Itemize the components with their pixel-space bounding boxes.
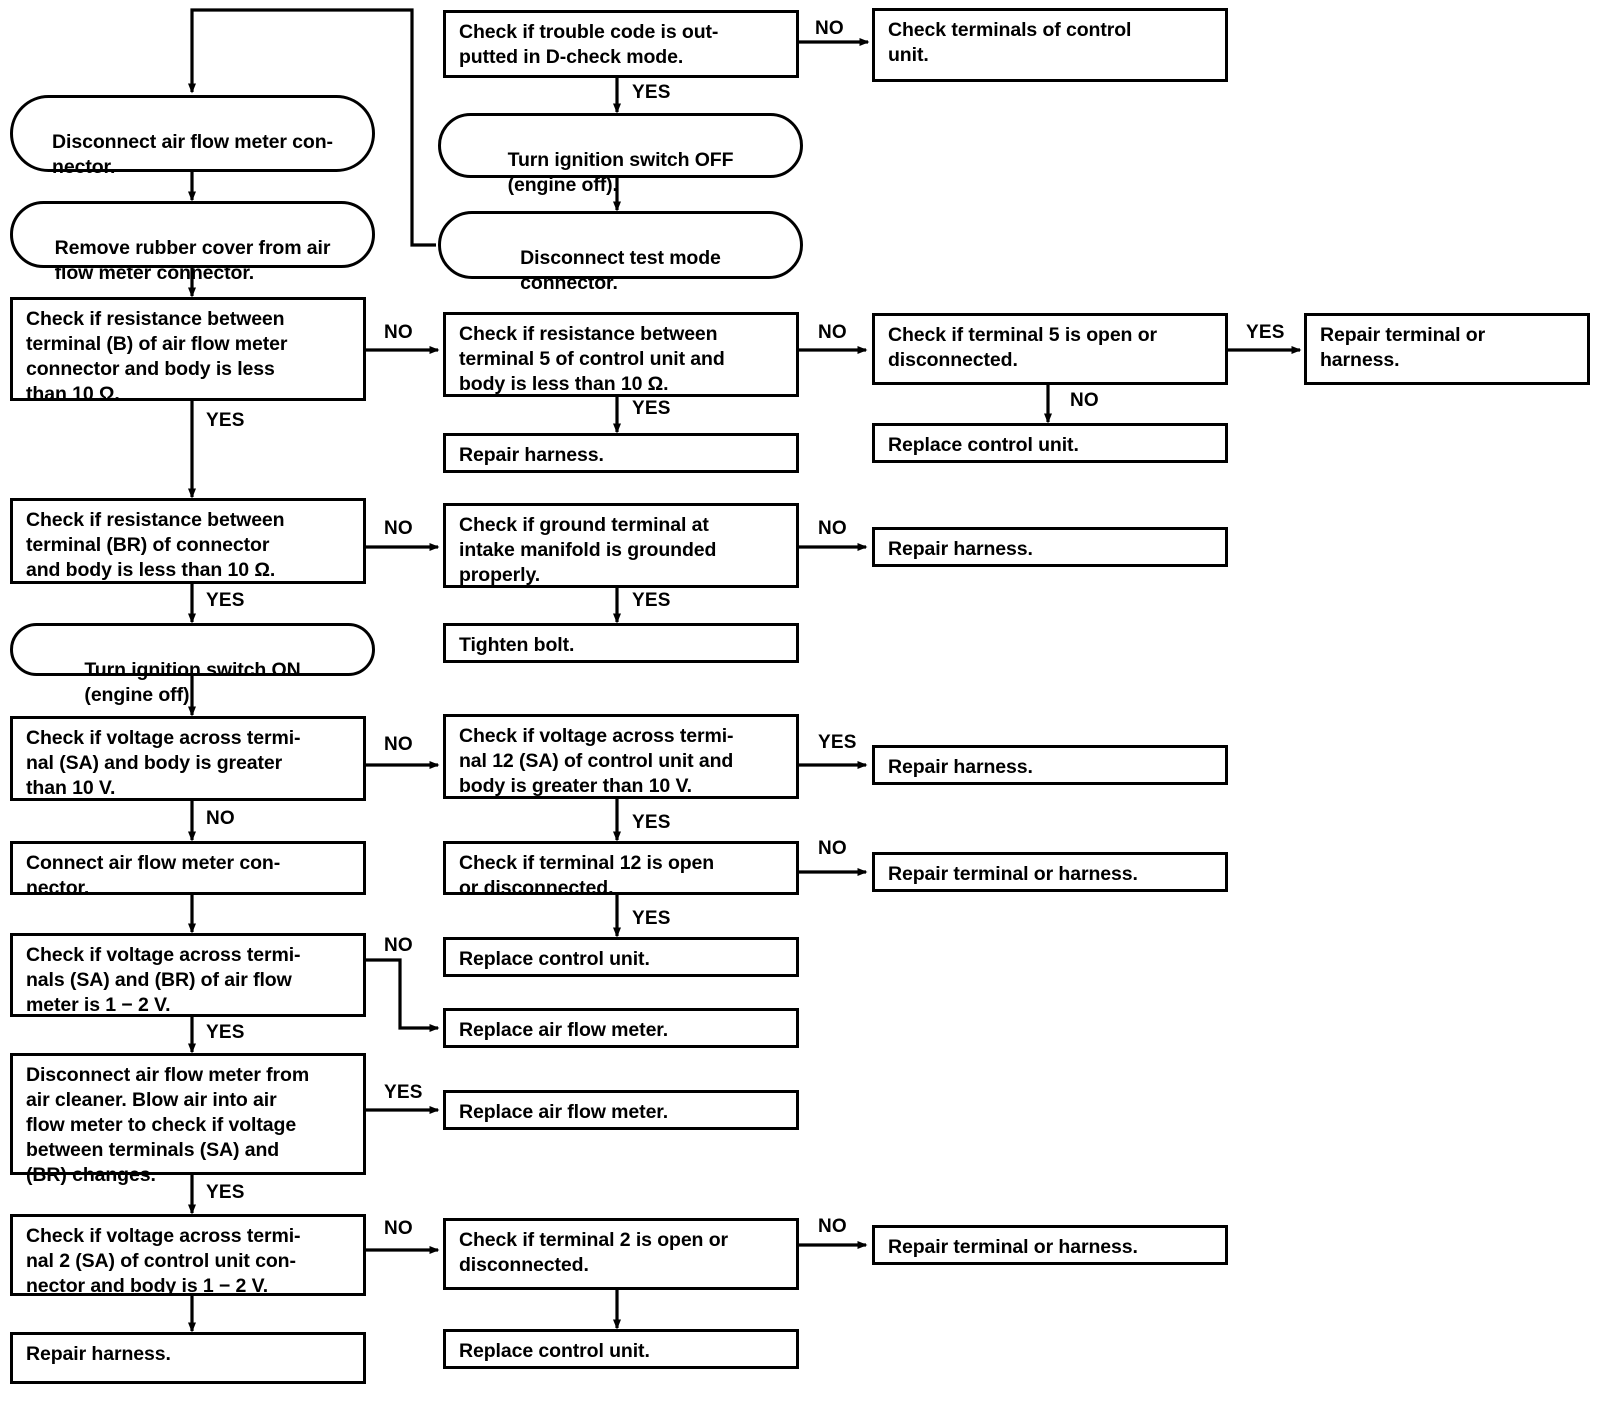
node-check-resistance-terminal-br[interactable]: Check if resistance between terminal (BR… <box>10 498 366 584</box>
edge-label-yes-trouble-code: YES <box>632 82 671 103</box>
edge-label-yes-terminal-5-open: YES <box>1246 322 1285 343</box>
node-check-resistance-terminal-5[interactable]: Check if resistance between terminal 5 o… <box>443 312 799 397</box>
node-repair-harness-left[interactable]: Repair harness. <box>10 1332 366 1384</box>
edge-label-no-terminal-5-open: NO <box>1070 390 1099 411</box>
edge-label-no-blow-air: YES <box>384 1082 423 1103</box>
node-turn-ignition-switch-on[interactable]: Turn ignition switch ON (engine off). <box>10 623 375 706</box>
edge-label-no-terminal-5: NO <box>818 322 847 343</box>
node-repair-harness-terminal5[interactable]: Repair harness. <box>443 433 799 473</box>
node-check-voltage-sa-body[interactable]: Check if voltage across termi- nal (SA) … <box>10 716 366 801</box>
edge-label-yes-voltage-terminal-2: NO <box>384 1218 413 1239</box>
edge-label-yes-terminal-12-open: NO <box>818 838 847 859</box>
node-repair-terminal-or-harness-3[interactable]: Repair terminal or harness. <box>872 1225 1228 1265</box>
node-remove-rubber-cover[interactable]: Remove rubber cover from air flow meter … <box>10 201 375 284</box>
edge-label-yes-voltage-terminal-12: YES <box>818 732 857 753</box>
edge-label-no-voltage-sa-br: NO <box>384 935 413 956</box>
node-check-voltage-terminal-2[interactable]: Check if voltage across termi- nal 2 (SA… <box>10 1214 366 1297</box>
node-connect-air-flow-meter-connector[interactable]: Connect air flow meter con- nector. <box>10 841 366 899</box>
edge-label-yes-voltage-sa: NO <box>206 808 235 829</box>
node-text: Turn ignition switch ON (engine off). <box>84 659 301 706</box>
node-text: Turn ignition switch OFF (engine off). <box>507 149 734 196</box>
edge-label-yes-ground-terminal: YES <box>632 590 671 611</box>
node-disconnect-test-mode-connector[interactable]: Disconnect test mode connector. <box>438 211 803 294</box>
node-tighten-bolt[interactable]: Tighten bolt. <box>443 623 799 663</box>
node-text: Disconnect test mode connector. <box>520 247 721 294</box>
node-disconnect-blow-air[interactable]: Disconnect air flow meter from air clean… <box>10 1053 366 1186</box>
node-disconnect-air-flow-meter-connector[interactable]: Disconnect air flow meter con- nector. <box>10 95 375 178</box>
edge-testmode-to-disconnect <box>188 8 436 247</box>
edge-label-yes-voltage-sa-br: YES <box>206 1022 245 1043</box>
edge-label-yes-terminal-5: YES <box>632 398 671 419</box>
node-repair-harness-ground[interactable]: Repair harness. <box>872 527 1228 567</box>
node-repair-harness-terminal12[interactable]: Repair harness. <box>872 745 1228 785</box>
node-repair-terminal-or-harness-2[interactable]: Repair terminal or harness. <box>872 852 1228 892</box>
node-check-terminals-of-control-unit[interactable]: Check terminals of control unit. <box>872 8 1228 82</box>
node-check-trouble-code[interactable]: Check if trouble code is out- putted in … <box>443 10 799 78</box>
node-text: Disconnect air flow meter con- nector. <box>52 131 333 178</box>
node-check-ground-terminal[interactable]: Check if ground terminal at intake manif… <box>443 503 799 588</box>
edge-label-no-trouble-code: NO <box>815 18 844 39</box>
edge-label-no-terminal-br: NO <box>384 518 413 539</box>
edge-label-no-ground-terminal: NO <box>818 518 847 539</box>
edge-label-yes-terminal-2-open: NO <box>818 1216 847 1237</box>
node-check-terminal-5-open[interactable]: Check if terminal 5 is open or disconnec… <box>872 313 1228 385</box>
node-check-terminal-2-open[interactable]: Check if terminal 2 is open or disconnec… <box>443 1218 799 1290</box>
node-repair-terminal-or-harness-1[interactable]: Repair terminal or harness. <box>1304 313 1590 385</box>
node-replace-air-flow-meter-1[interactable]: Replace air flow meter. <box>443 1008 799 1048</box>
edge-label-yes-terminal-br: YES <box>206 590 245 611</box>
node-replace-control-unit-right[interactable]: Replace control unit. <box>872 423 1228 463</box>
node-check-voltage-sa-br[interactable]: Check if voltage across termi- nals (SA)… <box>10 933 366 1017</box>
edge-label-no-voltage-terminal-12: YES <box>632 812 671 833</box>
edge-label-no-terminal-12-open: YES <box>632 908 671 929</box>
node-text: Remove rubber cover from air flow meter … <box>54 237 331 284</box>
node-replace-control-unit-bottom[interactable]: Replace control unit. <box>443 1329 799 1369</box>
node-replace-air-flow-meter-2[interactable]: Replace air flow meter. <box>443 1090 799 1130</box>
edge-label-yes-terminal-b: YES <box>206 410 245 431</box>
edge-label-yes-blow-air: YES <box>206 1182 245 1203</box>
node-check-terminal-12-open[interactable]: Check if terminal 12 is open or disconne… <box>443 841 799 899</box>
edge-label-no-voltage-sa: NO <box>384 734 413 755</box>
node-replace-control-unit-mid[interactable]: Replace control unit. <box>443 937 799 977</box>
node-check-voltage-terminal-12[interactable]: Check if voltage across termi- nal 12 (S… <box>443 714 799 799</box>
edge-n8-m11 <box>366 958 440 1032</box>
node-check-resistance-terminal-b[interactable]: Check if resistance between terminal (B)… <box>10 297 366 405</box>
edge-label-no-terminal-b: NO <box>384 322 413 343</box>
node-turn-ignition-switch-off[interactable]: Turn ignition switch OFF (engine off). <box>438 113 803 196</box>
